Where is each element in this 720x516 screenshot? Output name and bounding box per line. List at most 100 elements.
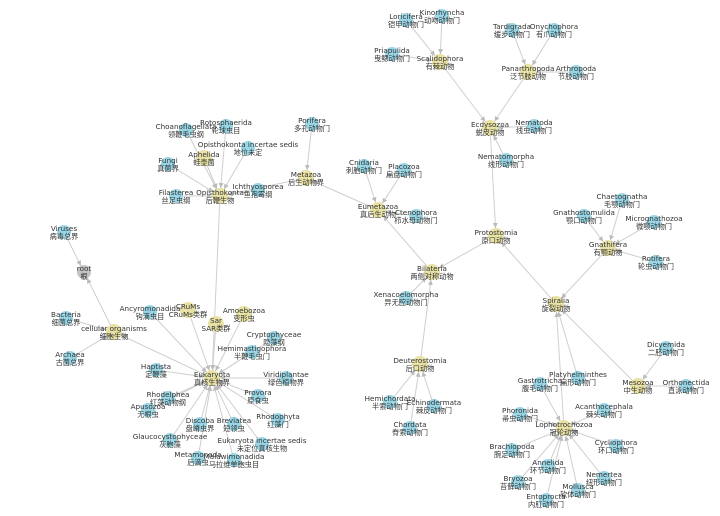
node-dot-nematoda[interactable] [527,119,541,133]
node-dot-aphelida[interactable] [196,150,212,166]
node-dot-platyhelminthes[interactable] [571,371,585,385]
node-dot-bacteria[interactable] [59,311,73,325]
node-dot-spiralia[interactable] [548,296,564,312]
node-dot-cnidaria[interactable] [357,159,371,173]
node-dot-amoebozoa[interactable] [236,306,252,322]
node-dot-metazoa[interactable] [298,170,314,186]
node-dot-lophotrochozoa[interactable] [556,420,572,436]
node-dot-annelida[interactable] [541,459,555,473]
node-dot-rhodelphea[interactable] [161,391,175,405]
node-dot-nematomorpha[interactable] [499,153,513,167]
node-dot-opisincert[interactable] [241,141,255,155]
node-dot-hemimastigophora[interactable] [245,345,259,359]
node-dot-nemertea[interactable] [597,471,611,485]
node-dot-acanthocephala[interactable] [597,403,611,417]
node-dot-choanoflagellata[interactable] [179,123,193,137]
node-dot-placozoa[interactable] [397,163,411,177]
node-dot-bilateria[interactable] [424,264,440,280]
node-dot-arthropoda[interactable] [569,65,583,79]
node-dot-gnathifera[interactable] [600,240,616,256]
node-dot-ctenophora[interactable] [409,209,423,223]
node-dot-cycliophora[interactable] [609,439,623,453]
node-dot-phoronida[interactable] [513,407,527,421]
node-dot-priapulida[interactable] [385,47,399,61]
node-dot-ancyromonadida[interactable] [143,305,157,319]
node-dot-apusozoa[interactable] [141,403,155,417]
node-dot-eukaryota[interactable] [204,370,220,386]
node-dot-dicyemida[interactable] [659,341,673,355]
node-dot-cryptophyceae[interactable] [267,331,281,345]
node-dot-xenacoelomorpha[interactable] [399,291,413,305]
node-dot-tardigrada[interactable] [505,23,519,37]
node-dot-filasterea[interactable] [169,189,183,203]
node-dot-opisthokonta[interactable] [212,188,228,204]
node-dot-discoba[interactable] [193,417,207,431]
node-dot-orthonectida[interactable] [679,379,693,393]
node-dot-ecdysozoa[interactable] [482,120,498,136]
node-dot-eumetazoa[interactable] [370,202,386,218]
node-dot-rhodophyta[interactable] [271,413,285,427]
node-dot-eukincert[interactable] [255,437,269,451]
node-dot-glaucocystophyceae[interactable] [163,433,177,447]
node-dot-entoprocta[interactable] [539,493,553,507]
node-dot-micrognathozoa[interactable] [647,215,661,229]
node-dot-fungi[interactable] [161,157,175,171]
node-dot-haptista[interactable] [149,363,163,377]
node-dot-porifera[interactable] [305,117,319,131]
node-dot-rotifera[interactable] [649,255,663,269]
node-dot-mesozoa[interactable] [630,378,646,394]
node-dot-ichthyosporea[interactable] [251,183,265,197]
node-dot-sar[interactable] [208,316,224,332]
node-dot-echinodermata[interactable] [427,399,441,413]
